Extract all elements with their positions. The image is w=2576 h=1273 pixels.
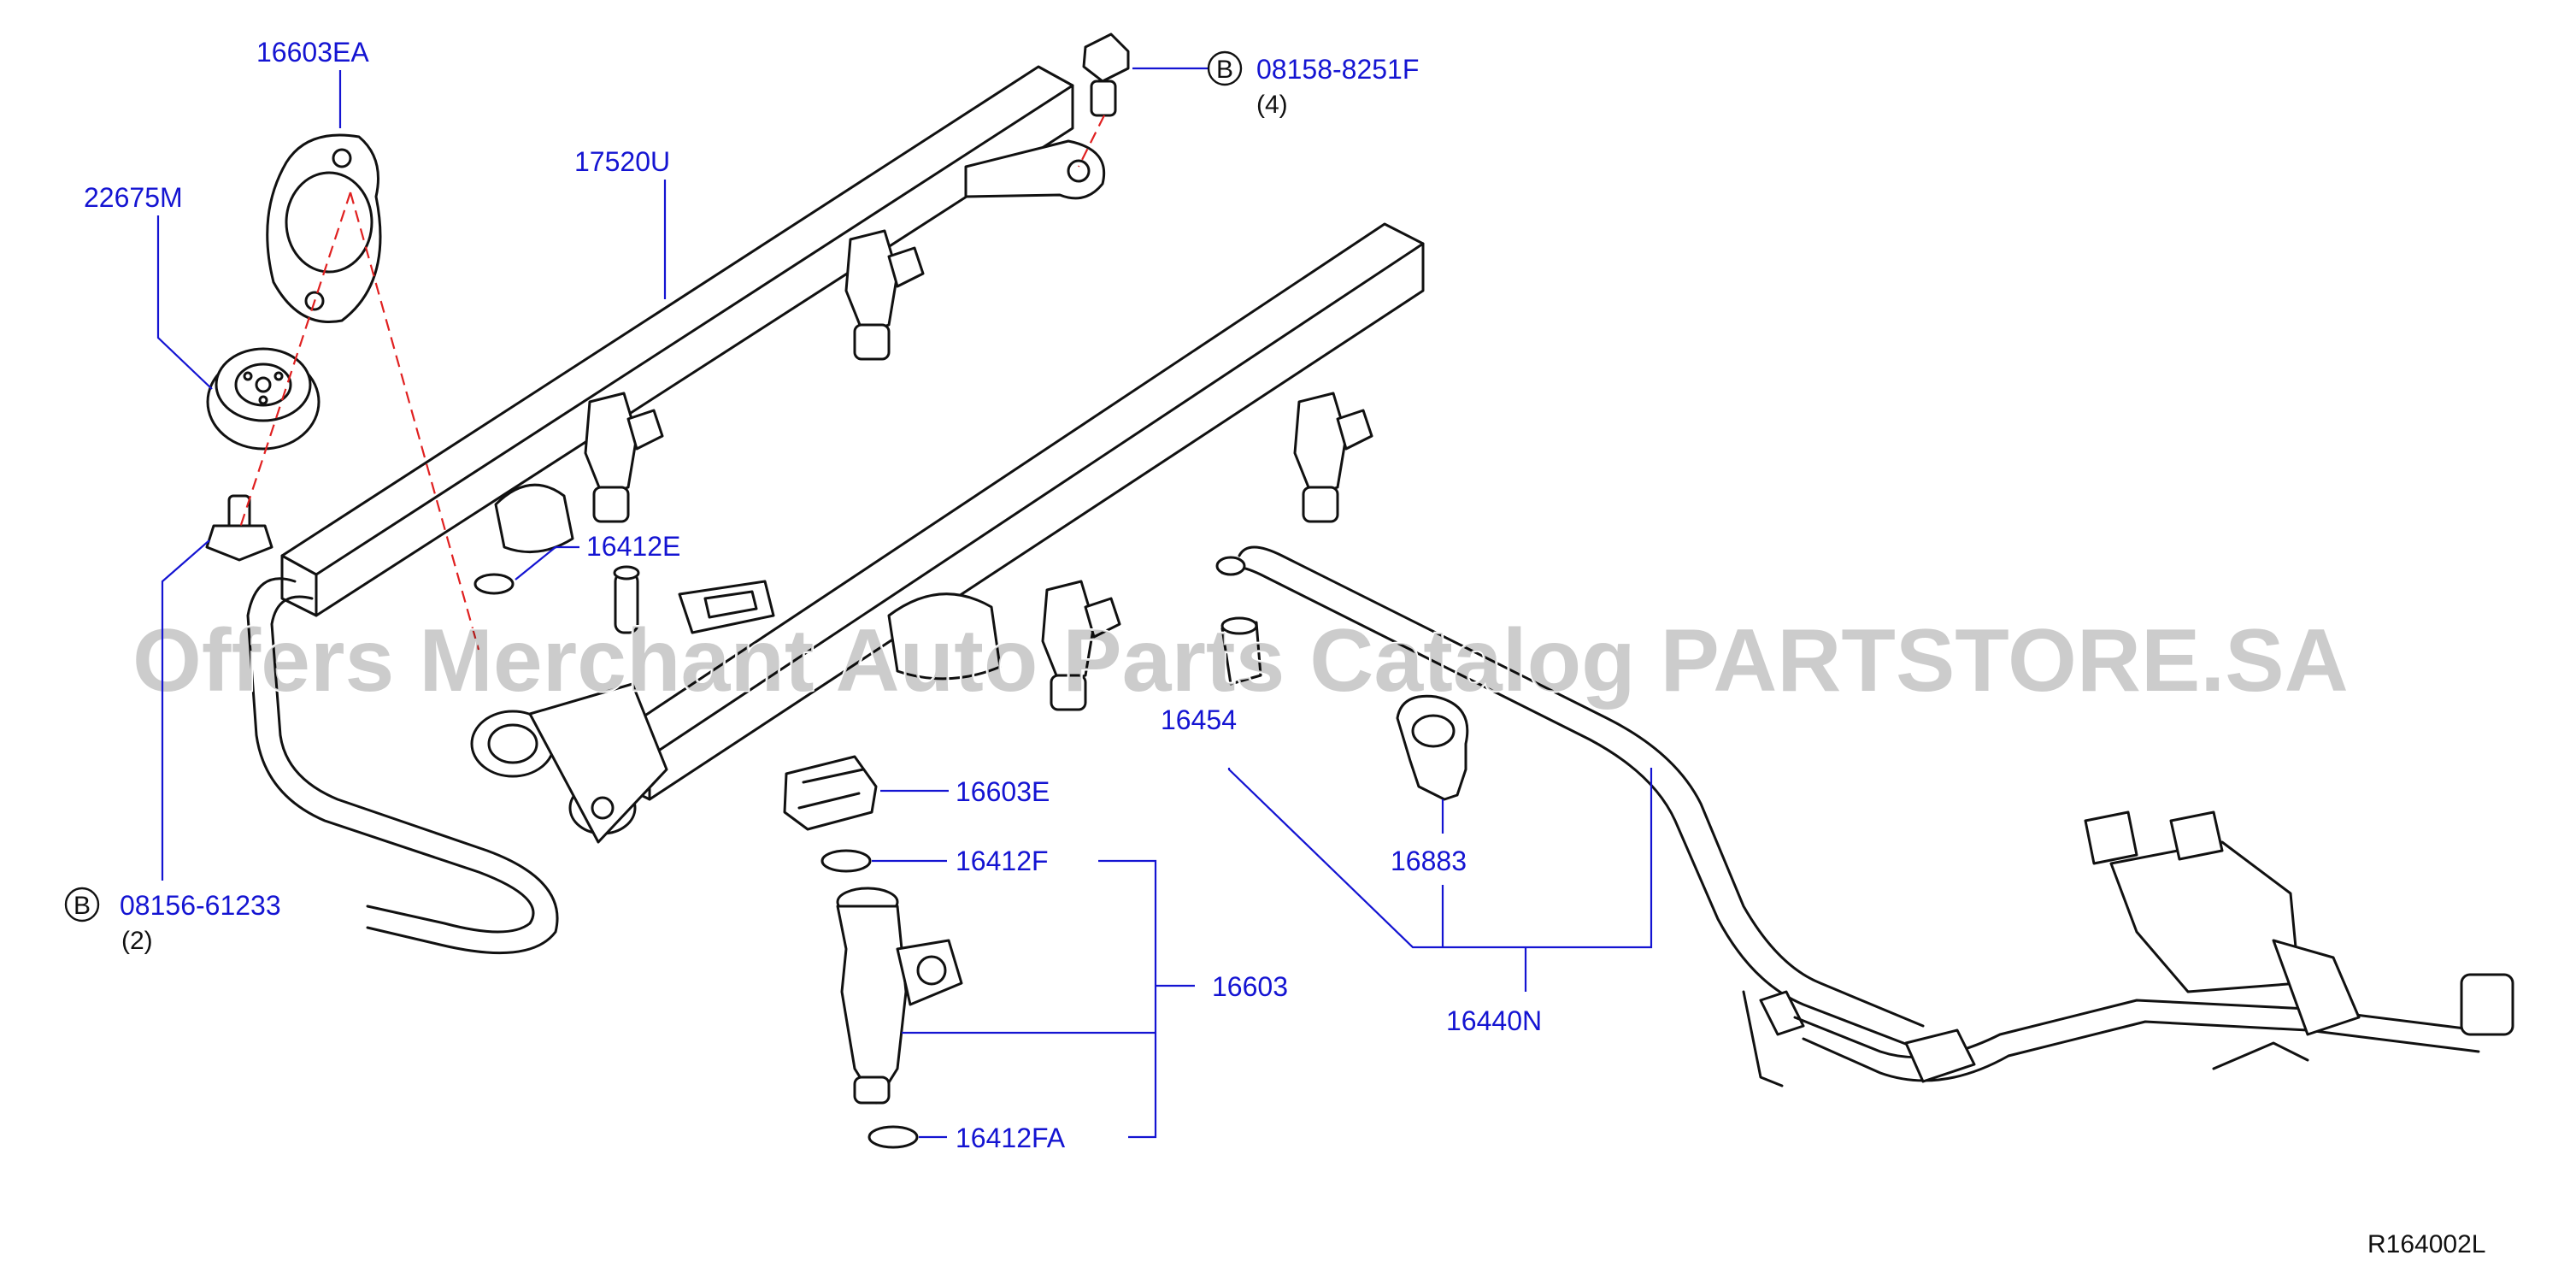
bolt-08158-8251f (1082, 32, 1130, 117)
fuel-hose-16440n (1215, 545, 2514, 1087)
damper-22675m (206, 347, 321, 451)
crossover-pipe (246, 577, 559, 955)
badge-bolt-top (1207, 50, 1243, 86)
gasket-16603ea (266, 133, 382, 323)
badge-bolt-left (64, 887, 100, 922)
install-guides (238, 115, 1105, 651)
fitting-16454 (1220, 616, 1262, 686)
label-16454: 16454 (1161, 704, 1237, 735)
bolt-08156-61233 (205, 494, 273, 562)
label-16883: 16883 (1391, 846, 1467, 876)
drawing-number: R164002L (2367, 1230, 2485, 1258)
label-16603: 16603 (1212, 971, 1288, 1002)
o-ring-16412f (820, 849, 872, 873)
installed-injectors (494, 229, 1373, 711)
label-16603ea: 16603EA (256, 37, 369, 68)
clamp-16883 (1396, 694, 1469, 801)
watermark-text: Offers Merchant Auto Parts Catalog PARTS… (132, 611, 2349, 710)
qty-08156-61233: (2) (121, 927, 153, 955)
label-16412fa: 16412FA (956, 1123, 1066, 1153)
label-22675m: 22675M (84, 182, 183, 213)
label-08158-8251f: 08158-8251F (1256, 54, 1419, 85)
fuel-rail-upper (280, 65, 1106, 617)
label-17520u: 17520U (574, 146, 670, 177)
label-16412f: 16412F (956, 846, 1049, 876)
leader-lines (156, 67, 1653, 1139)
o-ring-16412e (473, 573, 515, 595)
label-16603e: 16603E (956, 776, 1050, 807)
badge-bolt-left-letter: B (74, 892, 91, 920)
fuel-damper (470, 565, 668, 844)
label-16412e: 16412E (586, 531, 680, 562)
label-08156-61233: 08156-61233 (120, 890, 281, 921)
qty-08158-8251f: (4) (1256, 91, 1288, 119)
clip-16603e (783, 755, 878, 831)
o-ring-16412fa (867, 1125, 919, 1149)
injector-16603 (836, 887, 963, 1105)
label-16440n: 16440N (1446, 1005, 1542, 1036)
badge-bolt-top-letter: B (1216, 56, 1233, 84)
